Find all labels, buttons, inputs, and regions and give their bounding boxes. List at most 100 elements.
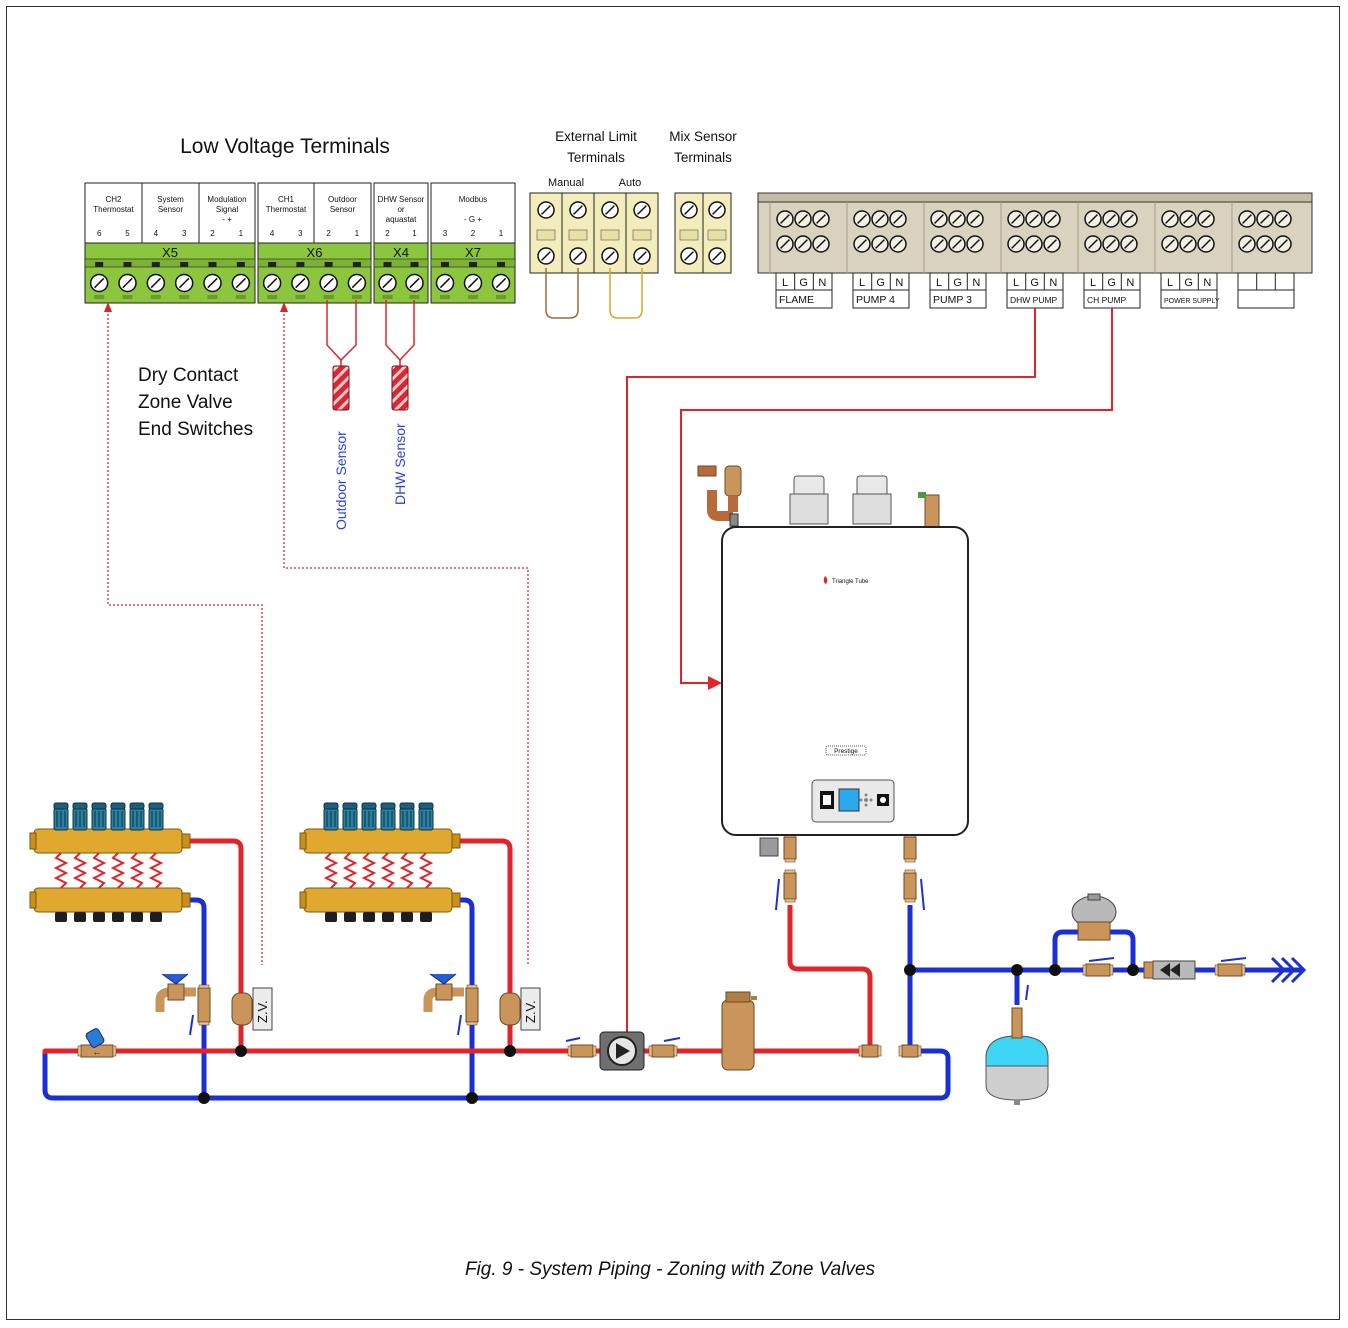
- hv-lgn-label: L: [1167, 277, 1173, 289]
- svg-text:←: ←: [93, 1047, 102, 1057]
- hv-lgn-label: G: [1030, 277, 1039, 289]
- air-separator: [721, 991, 757, 1071]
- outdoor-sensor-icon: [332, 365, 350, 411]
- hv-lgn-label: N: [972, 277, 980, 289]
- terminal-label-x5-0: CH2: [105, 195, 122, 204]
- terminal-pin-number: 6: [97, 229, 102, 238]
- boiler-brand: Triangle Tube: [832, 579, 869, 585]
- terminal-pin-number: 2: [210, 229, 215, 238]
- dry-contact-label-2: Zone Valve: [138, 392, 233, 413]
- terminal-label-x5-0-2: Thermostat: [93, 205, 134, 214]
- terminal-label-x5-2-2: Signal: [216, 205, 238, 214]
- terminal-block-name-x4: X4: [393, 245, 409, 260]
- terminal-pin-number: 1: [355, 229, 360, 238]
- hv-lgn-label: N: [818, 277, 826, 289]
- zone-valve-1: Z.V.: [231, 987, 273, 1031]
- hv-block-label: POWER SUPPLY: [1164, 298, 1220, 305]
- auto-label: Auto: [619, 177, 642, 189]
- terminal-label-x4-0: DHW Sensor: [378, 195, 425, 204]
- terminal-pin-number: 5: [125, 229, 130, 238]
- hv-lgn-label: G: [1184, 277, 1193, 289]
- hv-block-label: PUMP 3: [933, 294, 972, 306]
- dhw-sensor-label: DHW Sensor: [392, 423, 408, 505]
- radiant-manifold-1: [29, 802, 191, 922]
- terminal-label-x5-1-2: Sensor: [158, 205, 184, 214]
- hv-lgn-label: G: [799, 277, 808, 289]
- circulator-pump: [599, 1031, 645, 1071]
- terminal-block-name-x6: X6: [307, 245, 323, 260]
- hv-lgn-label: L: [1013, 277, 1019, 289]
- terminal-pin-number: 4: [154, 229, 159, 238]
- external-limit-title-1: External Limit: [555, 129, 637, 144]
- figure-caption: Fig. 9 - System Piping - Zoning with Zon…: [465, 1259, 876, 1280]
- external-limit-title-2: Terminals: [567, 150, 625, 165]
- terminal-block-name-x5: X5: [162, 245, 178, 260]
- terminal-label-x6-0: CH1: [278, 195, 295, 204]
- ch-pump-arrow: [708, 676, 722, 690]
- hv-block-label: PUMP 4: [856, 294, 895, 306]
- pump-wiring: [626, 308, 1113, 1038]
- manual-label: Manual: [548, 177, 584, 189]
- terminal-pin-number: 2: [326, 229, 331, 238]
- boiler-model: Prestige: [834, 748, 858, 755]
- hv-lgn-label: G: [876, 277, 885, 289]
- terminal-label-x6-0-2: Thermostat: [266, 205, 307, 214]
- dhw-sensor-icon: [391, 365, 409, 411]
- terminal-pin-number: 2: [385, 229, 390, 238]
- zone-valve-2: Z.V.: [499, 987, 541, 1031]
- terminal-pin-number: 3: [298, 229, 303, 238]
- terminal-pin-number: 1: [499, 229, 504, 238]
- pipe-junctions: [198, 964, 1139, 1104]
- terminal-pin-number: 1: [239, 229, 244, 238]
- outdoor-sensor-label: Outdoor Sensor: [333, 431, 349, 530]
- hv-lgn-label: L: [1090, 277, 1096, 289]
- hv-lgn-label: L: [859, 277, 865, 289]
- terminal-label-x6-1: Outdoor: [328, 195, 357, 204]
- hv-lgn-label: N: [1126, 277, 1134, 289]
- radiant-manifold-2: [299, 802, 461, 922]
- hv-lgn-label: N: [1049, 277, 1057, 289]
- boiler: Triangle Tube Prestige: [697, 465, 969, 836]
- sensor-wiring: [326, 300, 415, 366]
- hv-lgn-label: G: [953, 277, 962, 289]
- terminal-label-x7-0-3: - G +: [464, 215, 482, 224]
- terminal-label-x5-1: System: [157, 195, 184, 204]
- water-supply-icon: [1270, 956, 1307, 984]
- terminal-block-name-x7: X7: [465, 245, 481, 260]
- high-voltage-terminal-strip: [757, 192, 1313, 274]
- hv-block-label: FLAME: [779, 294, 814, 306]
- hv-block-label: CH PUMP: [1087, 295, 1127, 305]
- mix-sensor-title-2: Terminals: [674, 150, 732, 165]
- dry-contact-label-3: End Switches: [138, 419, 253, 440]
- mix-sensor-title-1: Mix Sensor: [669, 129, 737, 144]
- diagram-frame: [6, 6, 1340, 1320]
- hv-block-label: DHW PUMP: [1010, 295, 1058, 305]
- pressure-reducing-valve: [1071, 893, 1117, 941]
- hv-lgn-label: N: [1203, 277, 1211, 289]
- terminal-pin-number: 2: [471, 229, 476, 238]
- hv-lgn-label: G: [1107, 277, 1116, 289]
- hv-lgn-label: N: [895, 277, 903, 289]
- terminal-label-x5-2-3: - +: [222, 215, 232, 224]
- terminal-pin-number: 1: [412, 229, 417, 238]
- hv-block-spare: [1237, 210, 1295, 309]
- terminal-label-x6-1-2: Sensor: [330, 205, 356, 214]
- hv-lgn-label: L: [936, 277, 942, 289]
- terminal-pin-number: 3: [182, 229, 187, 238]
- terminal-label-x4-0-2: or: [397, 205, 404, 214]
- terminal-label-x4-0-3: aquastat: [386, 215, 417, 224]
- svg-text:Z.V.: Z.V.: [523, 1000, 538, 1023]
- end-switch-wiring: [107, 310, 529, 965]
- terminal-pin-number: 4: [270, 229, 275, 238]
- terminal-label-x7-0: Modbus: [459, 195, 487, 204]
